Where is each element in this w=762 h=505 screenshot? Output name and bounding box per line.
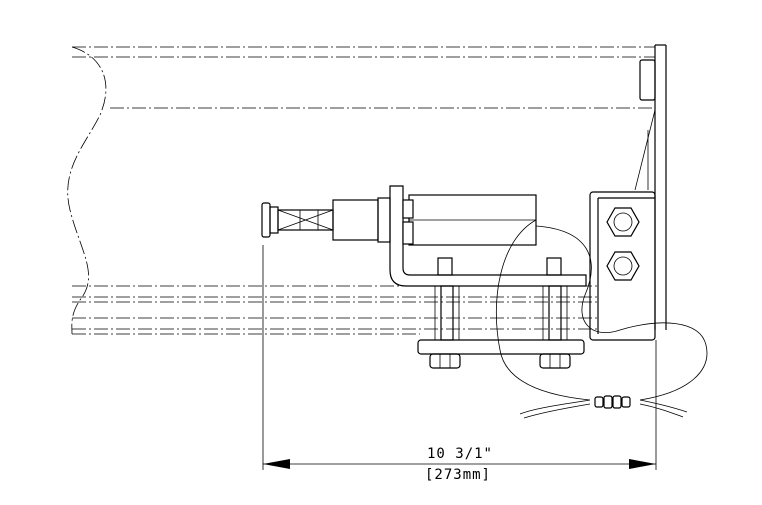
end-plate [634, 44, 667, 330]
wire-splice-connector [594, 395, 631, 409]
dimension-arrow-left [263, 459, 290, 469]
stud-right [542, 257, 568, 341]
nut-left [429, 353, 461, 369]
dimension-imperial-label: 10 3/1" [426, 446, 493, 462]
dimension-extension-lines [262, 245, 657, 470]
dimension-line [263, 459, 656, 469]
bracket-bolt-upper [606, 207, 640, 237]
bracket-bolt-lower [606, 251, 640, 281]
mounting-bracket [589, 191, 656, 341]
break-line [67, 46, 107, 335]
sensor-cable [495, 219, 708, 419]
dimension-arrow-right [629, 459, 656, 469]
dimension-metric-label: [273mm] [424, 467, 491, 483]
beam-phantom-lines [72, 46, 655, 335]
stud-left [434, 257, 460, 341]
sensor-cylinder [261, 194, 537, 246]
sensor-l-bracket [389, 185, 587, 287]
nut-right [539, 353, 571, 369]
clamp-plate [417, 339, 585, 355]
